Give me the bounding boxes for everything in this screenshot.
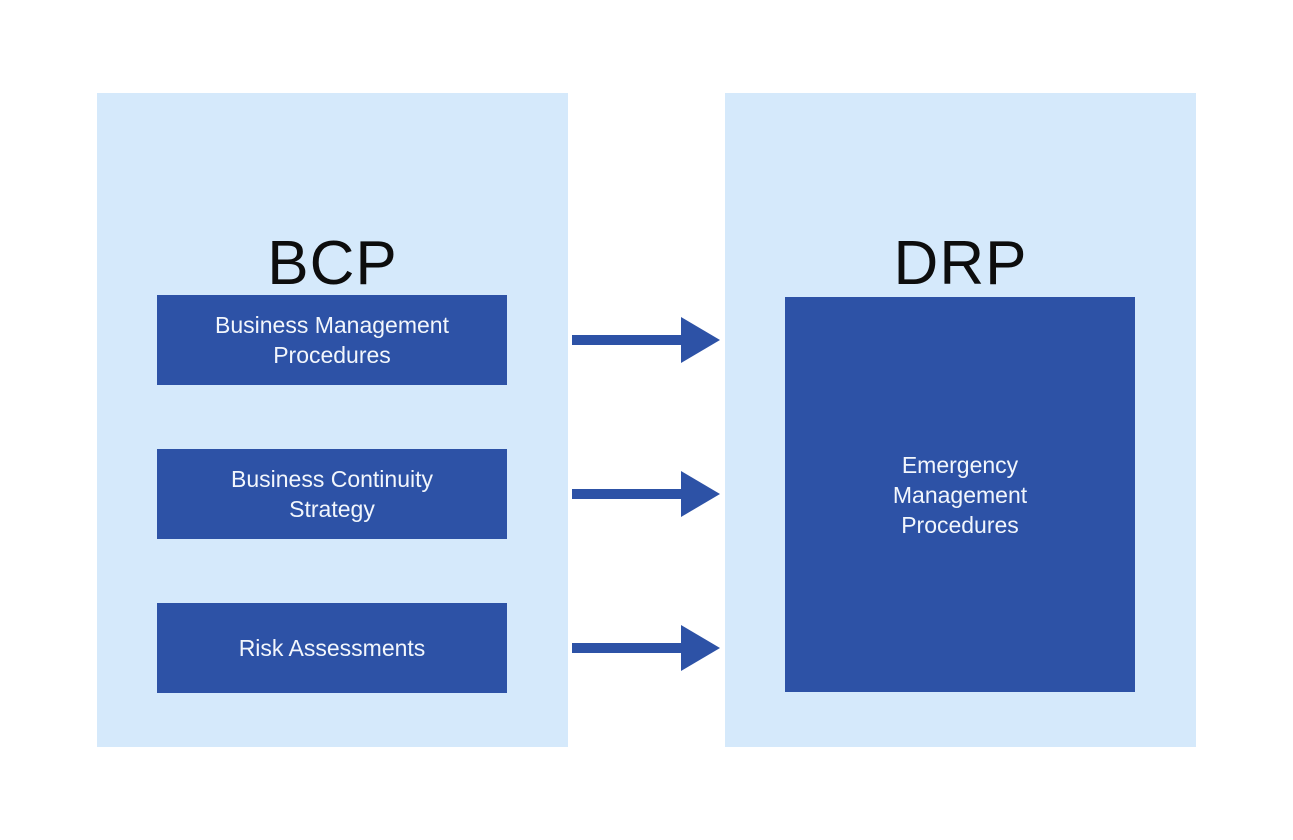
drp-panel-title: DRP — [893, 229, 1028, 298]
arrow-right-icon — [572, 317, 720, 363]
node-label: Business Management Procedures — [215, 312, 449, 368]
bcp-panel: BCP Business Management Procedures Busin… — [97, 93, 568, 747]
arrow-right-icon — [572, 471, 720, 517]
drp-panel: DRP Emergency Management Procedures — [725, 93, 1196, 747]
node-business-management-procedures: Business Management Procedures — [157, 295, 507, 385]
node-risk-assessments: Risk Assessments — [157, 603, 507, 693]
node-label: Emergency Management Procedures — [892, 451, 1028, 538]
node-business-continuity-strategy: Business Continuity Strategy — [157, 449, 507, 539]
node-emergency-management-procedures: Emergency Management Procedures — [785, 297, 1135, 692]
node-label: Risk Assessments — [238, 635, 426, 661]
node-label: Business Continuity Strategy — [231, 466, 433, 522]
bcp-panel-title: BCP — [267, 229, 398, 298]
arrow-right-icon — [572, 625, 720, 671]
